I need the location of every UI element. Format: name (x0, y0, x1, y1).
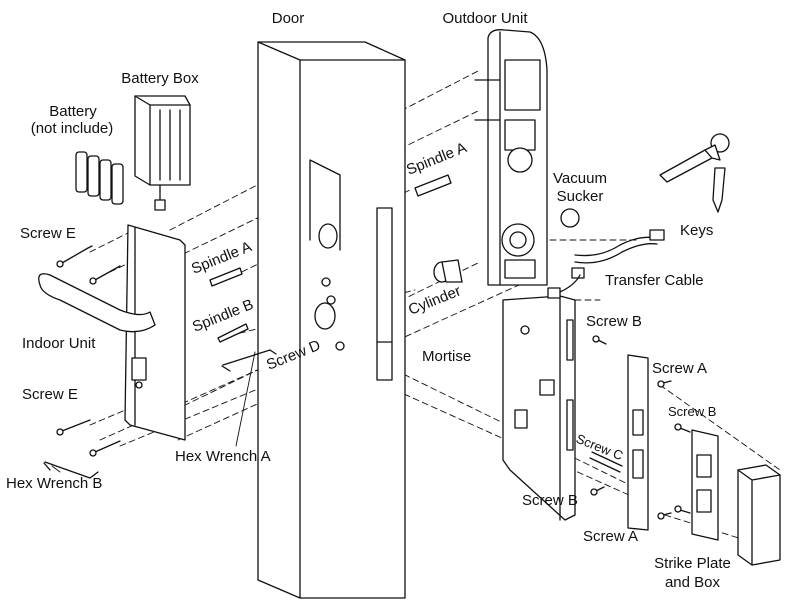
label-screw-a-top: Screw A (652, 360, 708, 377)
vacuum-sucker-drawing (560, 208, 580, 228)
label-battery-note: (not include) (30, 120, 114, 137)
label-screw-e-bottom: Screw E (22, 386, 78, 403)
batteries-drawing (75, 151, 124, 205)
faceplate-drawing (627, 354, 649, 531)
lever-handle-drawing (38, 273, 156, 333)
label-keys: Keys (680, 222, 714, 239)
cylinder-drawing (433, 259, 463, 283)
label-indoor-unit: Indoor Unit (22, 335, 96, 352)
battery-box-drawing (134, 95, 191, 211)
screws-drawing (56, 245, 691, 520)
hex-wrenches-drawing (43, 349, 277, 479)
door-slab (257, 41, 406, 599)
label-hex-wrench-a: Hex Wrench A (175, 448, 271, 465)
strike-plate-drawing (691, 429, 781, 566)
label-screw-e-top: Screw E (20, 225, 76, 242)
label-sucker: Sucker (556, 188, 604, 205)
mortise-drawing (502, 295, 576, 521)
keys-drawing (659, 133, 730, 213)
label-door: Door (271, 10, 305, 27)
label-screw-a-bottom: Screw A (583, 528, 639, 545)
label-battery-box: Battery Box (121, 70, 199, 87)
label-battery: Battery (49, 103, 97, 120)
label-outdoor-unit: Outdoor Unit (442, 10, 528, 27)
label-screw-b-bottom: Screw B (522, 492, 578, 509)
transfer-cable-drawing (547, 229, 665, 299)
label-mortise: Mortise (422, 348, 472, 365)
label-vacuum: Vacuum (553, 170, 607, 187)
leader-lines (51, 351, 256, 473)
label-screw-b-right: Screw B (668, 404, 717, 419)
label-strike-box: and Box (664, 574, 721, 591)
label-screw-b-top: Screw B (586, 313, 642, 330)
indoor-unit-drawing (124, 224, 186, 441)
outdoor-unit-drawing (474, 29, 548, 286)
label-strike-plate: Strike Plate (654, 555, 731, 572)
label-hex-wrench-b: Hex Wrench B (6, 475, 103, 492)
label-transfer-cable: Transfer Cable (605, 272, 704, 289)
spindles-drawing (209, 174, 452, 343)
